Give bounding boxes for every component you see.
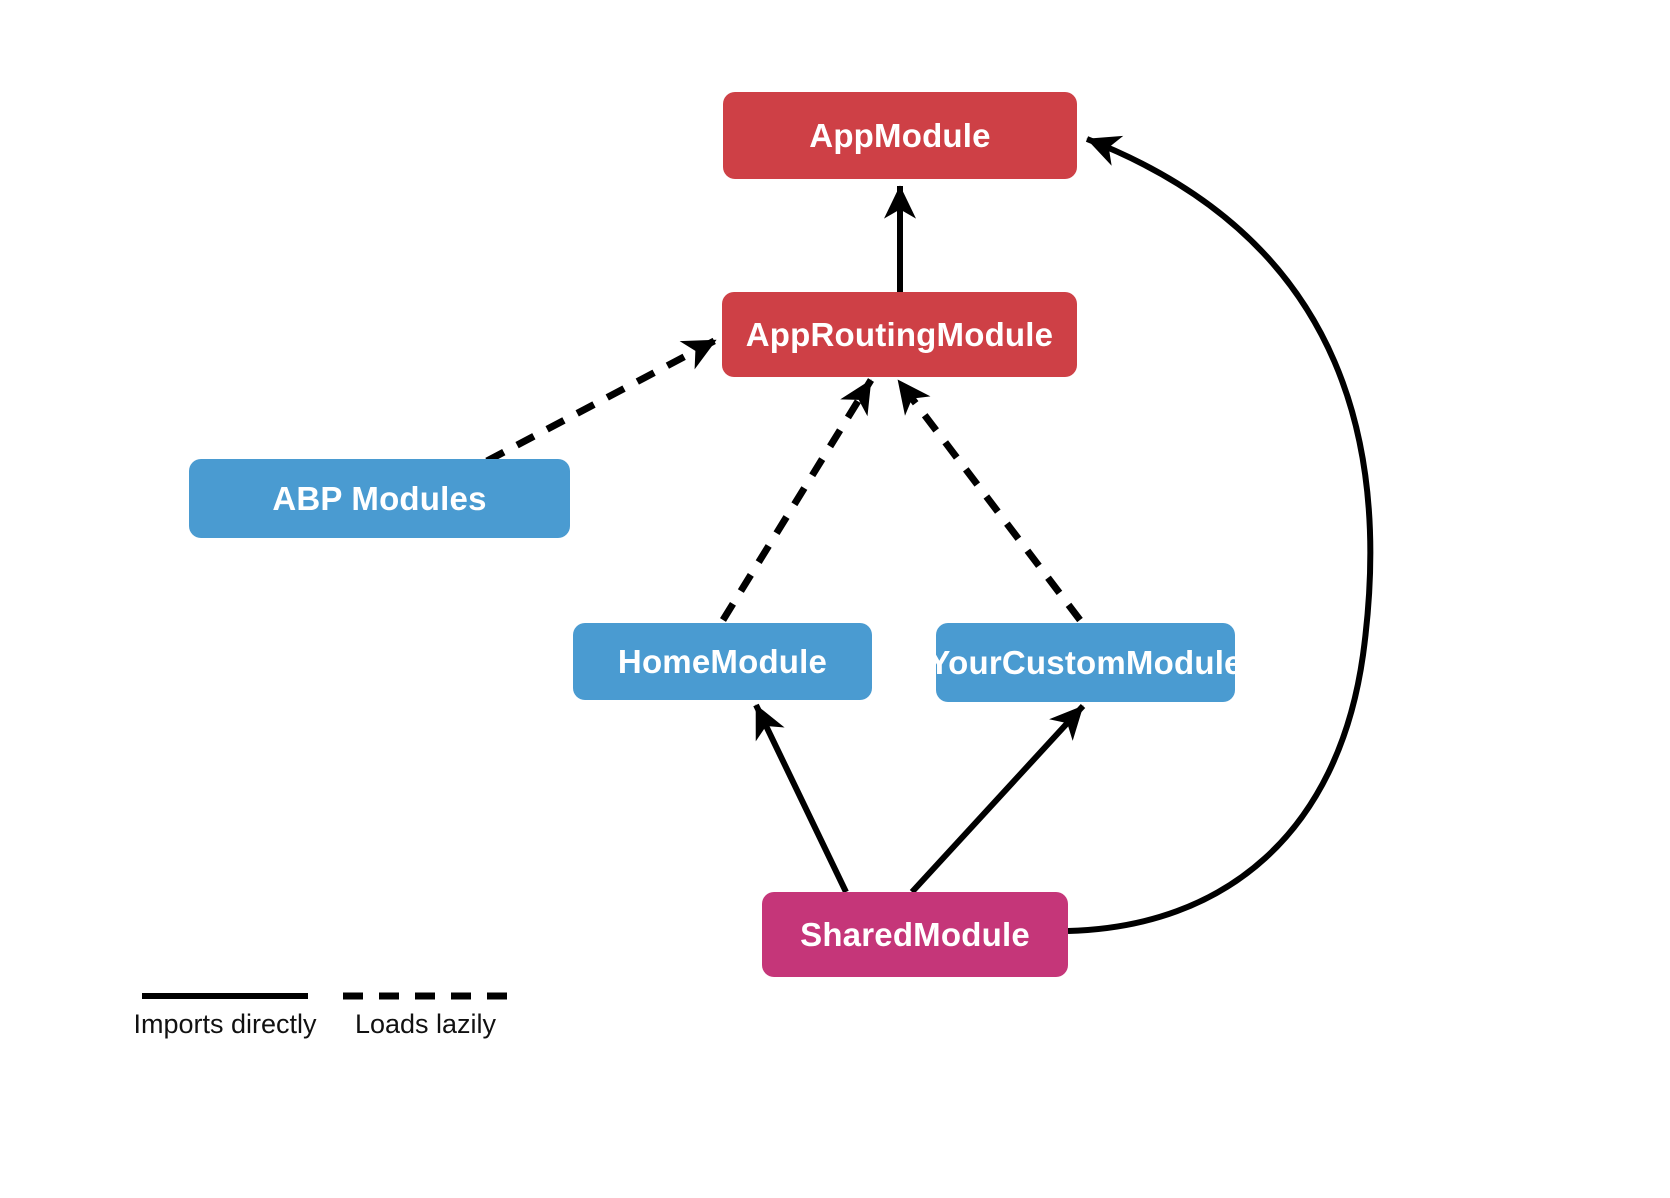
edge-sharedmodule-to-yourcustommodule [909,703,1086,895]
node-appmodule: AppModule [723,92,1077,179]
node-sharedmodule: SharedModule [762,892,1068,977]
legend-solid-label: Imports directly [133,1009,317,1039]
legend-solid-line-sample [142,993,308,999]
legend-item-imports-directly: Imports directly [133,992,317,1040]
legend-dashed-line-sample [343,992,508,1000]
edge-yourcustommodule-to-approutingmodule [895,377,1083,623]
edge-sharedmodule-to-homemodule [753,703,849,894]
legend-item-loads-lazily: Loads lazily [343,992,508,1040]
edge-abpmodules-to-approutingmodule [485,336,718,465]
node-appmodule-label: AppModule [809,116,991,154]
node-abpmodules: ABP Modules [189,459,570,538]
node-yourcustommodule: YourCustomModule [928,623,1242,702]
node-approutingmodule-label: AppRoutingModule [745,315,1054,353]
node-abpmodules-label: ABP Modules [272,479,487,517]
node-approutingmodule: AppRoutingModule [722,292,1077,377]
node-yourcustommodule-label: YourCustomModule [928,643,1243,681]
legend-dashed-label: Loads lazily [354,1009,497,1039]
node-homemodule-label: HomeModule [617,642,828,680]
node-homemodule: HomeModule [573,623,872,700]
edge-sharedmodule-to-appmodule [1067,135,1374,934]
node-sharedmodule-label: SharedModule [800,915,1030,953]
edge-homemodule-to-approutingmodule [720,378,874,622]
